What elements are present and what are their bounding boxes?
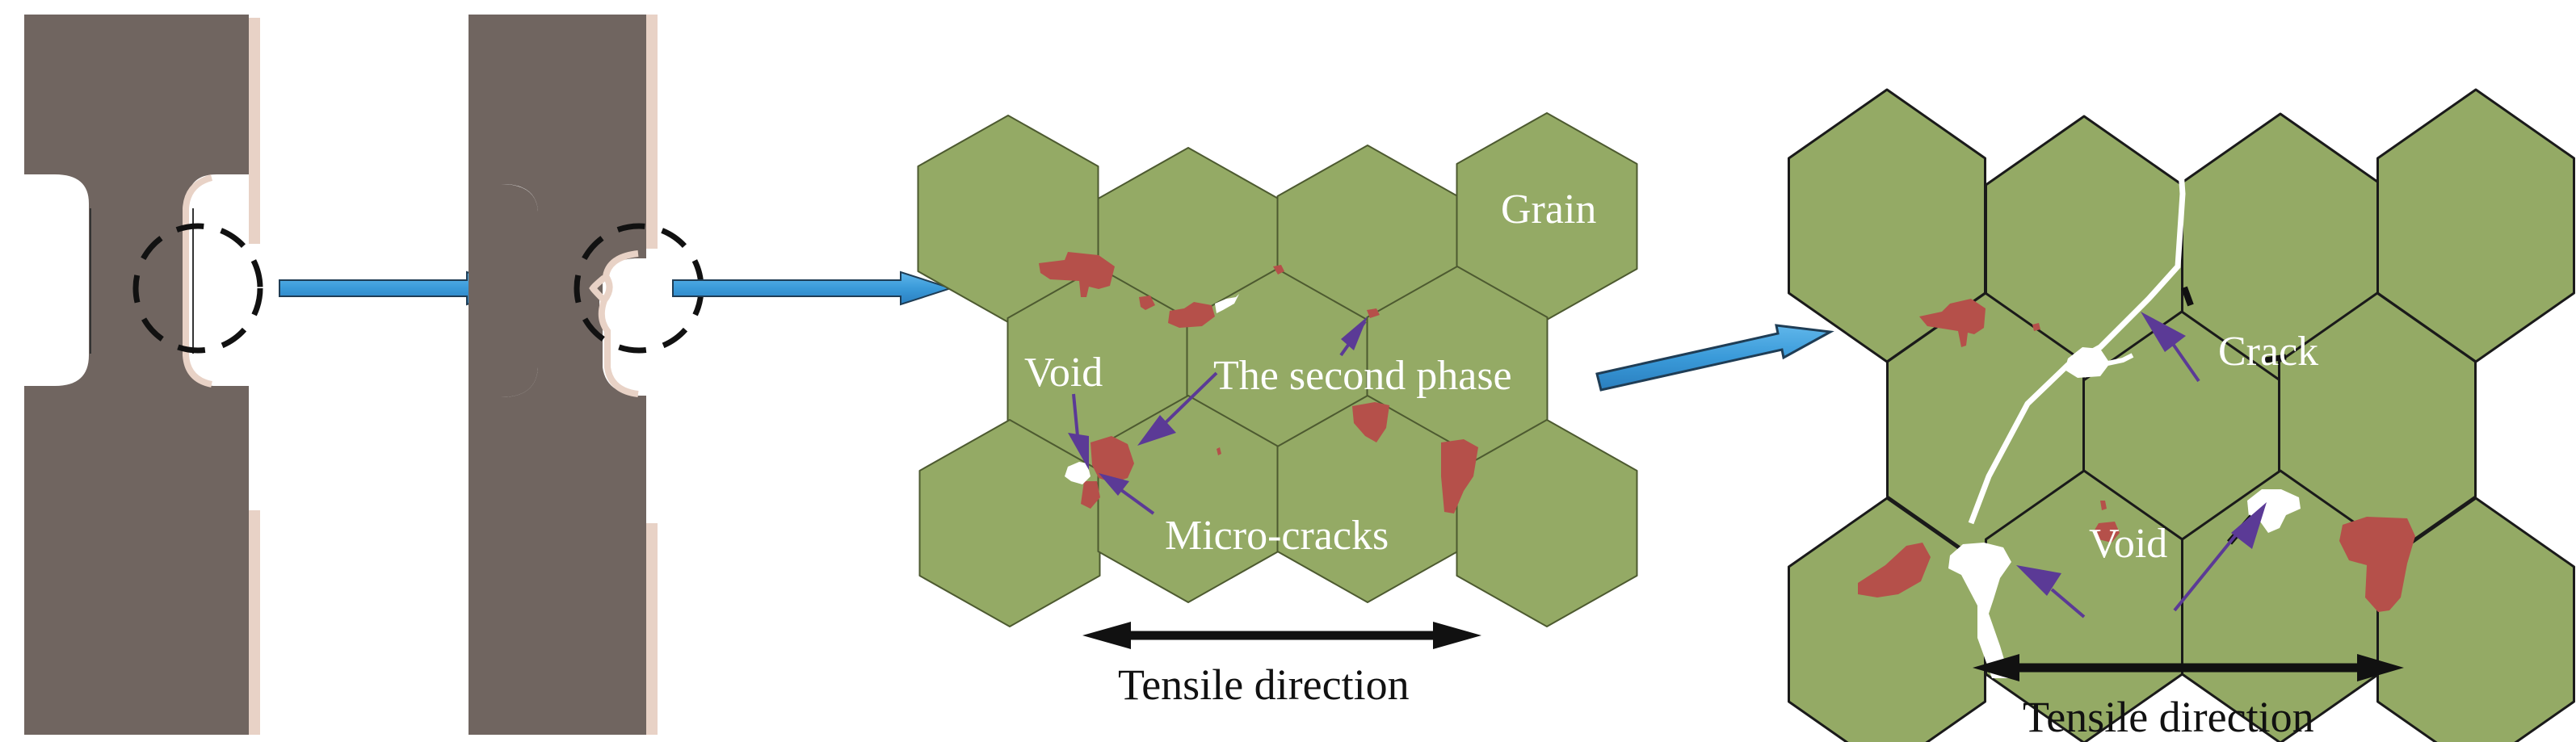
voids-p3 bbox=[1065, 294, 1239, 484]
pointer-arrowhead bbox=[1341, 317, 1368, 350]
second-phase-label: The second phase bbox=[1213, 353, 1512, 399]
crack-label: Crack bbox=[2218, 329, 2318, 375]
second-phase-particle bbox=[2339, 517, 2415, 612]
second-phase-particle bbox=[1168, 302, 1215, 328]
void bbox=[1215, 294, 1239, 313]
grain-label: Grain bbox=[1501, 187, 1596, 233]
second-phase-particle bbox=[2100, 501, 2107, 510]
second-phase-particle bbox=[1139, 296, 1155, 310]
second-phase-particle bbox=[1352, 402, 1389, 442]
region-of-interest-circle bbox=[132, 223, 263, 354]
specimen-bevel bbox=[183, 174, 213, 388]
arrow-left-icon bbox=[1973, 654, 2019, 681]
labels-p4: Crack Void bbox=[2089, 329, 2318, 567]
pointer-arrowhead bbox=[2231, 502, 2267, 549]
specimen-bevel bbox=[589, 250, 639, 397]
specimen-edge-bottom bbox=[249, 510, 260, 735]
pointer-arrowhead bbox=[1099, 473, 1129, 496]
pointer-arrowhead bbox=[2141, 312, 2186, 352]
second-phase-particle bbox=[1273, 265, 1284, 275]
micro-cracks-label: Micro-cracks bbox=[1165, 513, 1389, 559]
specimen-edge-bottom bbox=[646, 523, 658, 735]
specimen-body bbox=[24, 15, 249, 735]
specimen-initial bbox=[24, 15, 263, 735]
pointer-arrowhead bbox=[1068, 433, 1089, 470]
pointer-arrowhead bbox=[1137, 415, 1176, 446]
second-phase-particle bbox=[1081, 481, 1100, 509]
specimen-edge-top bbox=[249, 18, 260, 244]
pointer-arrows-p4 bbox=[2016, 312, 2267, 618]
tensile-direction-p3: Tensile direction bbox=[1082, 622, 1481, 709]
second-phase-particle bbox=[1919, 299, 1986, 347]
arrow-up-right-icon bbox=[1595, 324, 1834, 392]
void-label: Void bbox=[2089, 521, 2167, 567]
micro-crack bbox=[2264, 354, 2287, 363]
void bbox=[1948, 543, 2011, 678]
second-phase-particle bbox=[1039, 252, 1115, 297]
second-phase-particle bbox=[1367, 308, 1380, 318]
second-phase-particle bbox=[1217, 447, 1221, 455]
second-phase-particle bbox=[1090, 436, 1134, 483]
second-phase-particle bbox=[1441, 439, 1478, 514]
void bbox=[1065, 462, 1090, 484]
labels-p3: Grain Void The second phase Micro-cracks bbox=[1024, 187, 1596, 559]
pointer-arrow-shaft bbox=[2173, 531, 2239, 612]
arrow-right-icon bbox=[1433, 622, 1481, 649]
specimen-necked bbox=[469, 15, 704, 735]
pointer-arrow-shaft bbox=[1072, 393, 1079, 437]
pointer-arrows-p3 bbox=[1068, 317, 1368, 515]
second-phase-particle bbox=[2094, 522, 2120, 543]
grain-grid-coalescence bbox=[1788, 88, 2575, 742]
second-phase-particles-p3 bbox=[1039, 252, 1478, 514]
flow-arrow-3 bbox=[1595, 324, 1834, 392]
void-label: Void bbox=[1024, 350, 1103, 396]
tensile-direction-p4: Tensile direction bbox=[1973, 654, 2404, 741]
void bbox=[2247, 489, 2301, 533]
main-crack bbox=[1968, 149, 2186, 525]
tensile-direction-label: Tensile direction bbox=[2023, 693, 2314, 741]
pointer-arrow-shaft bbox=[1116, 486, 1155, 515]
tensile-direction-label: Tensile direction bbox=[1118, 660, 1410, 709]
second-phase-particle bbox=[2032, 323, 2040, 331]
specimen-edge-top bbox=[646, 15, 658, 249]
pointer-arrow-shaft bbox=[2050, 588, 2086, 618]
pointer-arrowhead bbox=[2016, 565, 2061, 596]
arrow-right-icon bbox=[672, 270, 954, 306]
void bbox=[2065, 347, 2110, 378]
second-phase-particle bbox=[1858, 543, 1931, 597]
flow-arrow-2 bbox=[672, 270, 954, 306]
specimen-necked-body-shape bbox=[469, 184, 553, 397]
arrow-right-icon bbox=[2357, 654, 2404, 681]
micro-crack bbox=[2181, 286, 2194, 307]
arrow-left-icon bbox=[1082, 622, 1131, 649]
pointer-arrow-shaft bbox=[2171, 342, 2200, 383]
